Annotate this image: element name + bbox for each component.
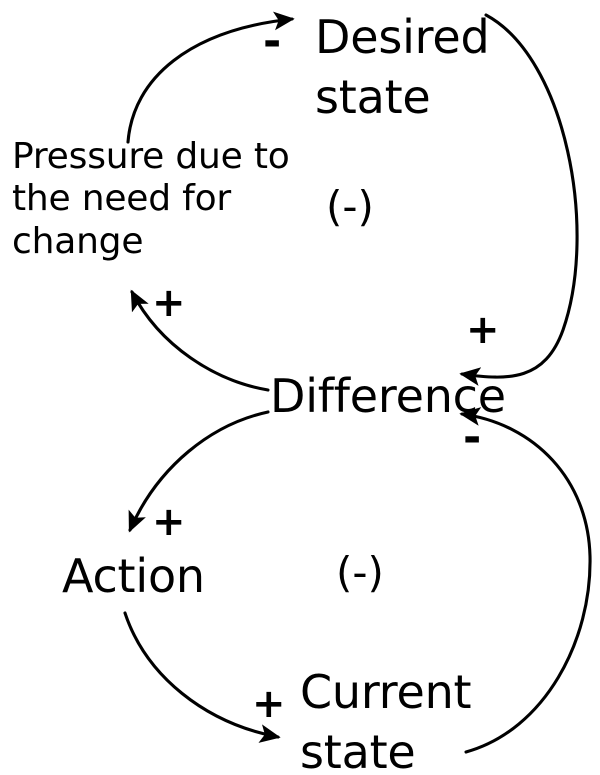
link-pressure-to-desired-state xyxy=(126,11,295,144)
node-difference[interactable]: Difference xyxy=(270,369,506,423)
polarity-action-to-current-state: + xyxy=(252,681,286,727)
link-desired-state-to-difference xyxy=(459,13,579,386)
link-current-state-to-difference xyxy=(459,407,592,754)
loop-marker-upper-balancing: (-) xyxy=(326,182,374,231)
polarity-desired-state-to-difference: + xyxy=(466,307,500,353)
node-pressure-due-to-the-need-for-change[interactable]: Pressure due to the need for change xyxy=(12,136,290,262)
link-difference-to-pressure xyxy=(130,289,270,392)
node-action[interactable]: Action xyxy=(62,549,205,603)
polarity-difference-to-action: + xyxy=(152,499,186,545)
link-difference-to-action xyxy=(128,410,270,533)
node-desired-state[interactable]: Desired state xyxy=(315,10,490,124)
loop-marker-lower-balancing: (-) xyxy=(336,548,384,597)
node-current-state[interactable]: Current state xyxy=(300,665,472,775)
polarity-pressure-to-desired-state: - xyxy=(263,16,282,67)
link-action-to-current-state xyxy=(123,611,281,743)
polarity-current-state-to-difference: - xyxy=(463,412,482,463)
polarity-difference-to-pressure: + xyxy=(152,280,186,326)
